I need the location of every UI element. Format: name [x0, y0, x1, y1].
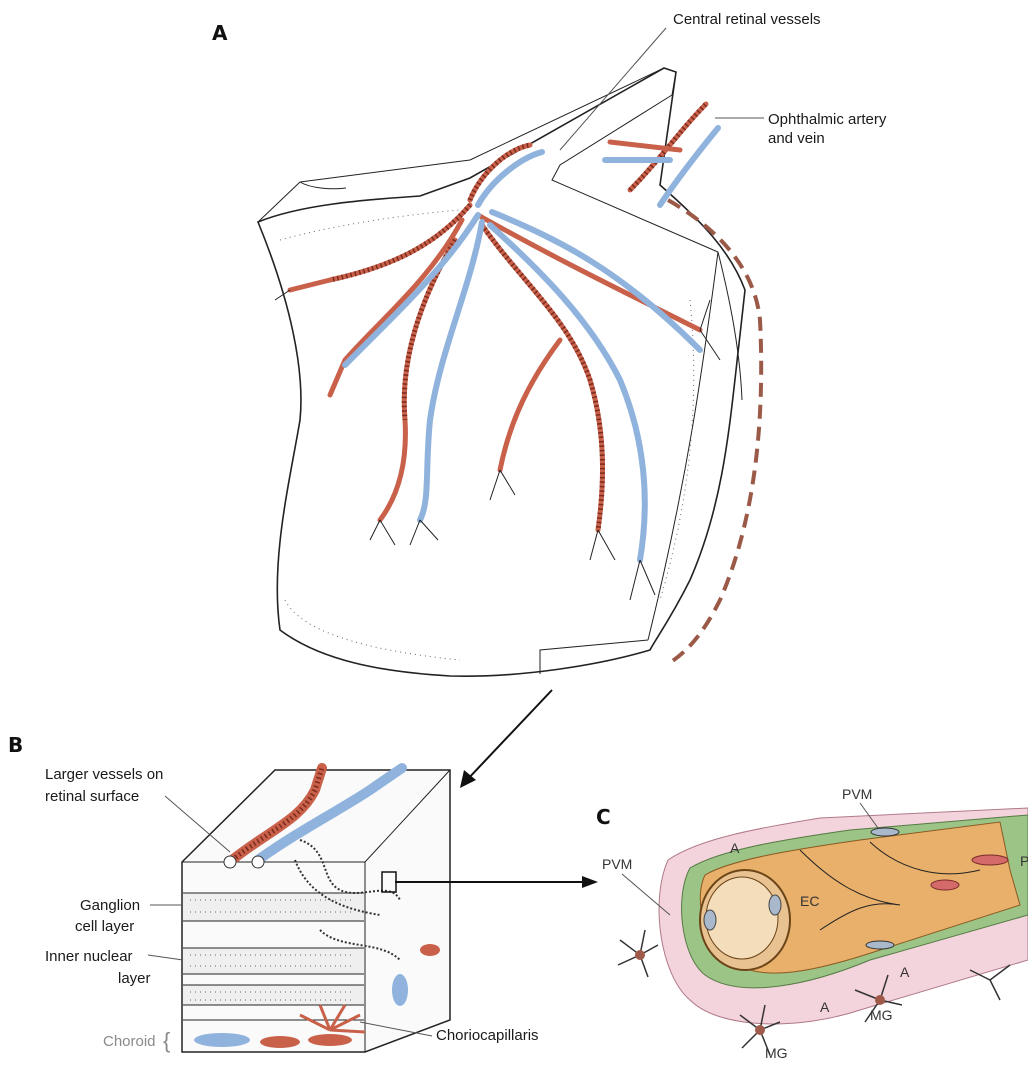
terminal-vessels — [275, 290, 720, 600]
label-a-3: A — [900, 964, 910, 980]
label-mg-2: MG — [765, 1045, 788, 1061]
choroid-artery-3 — [420, 944, 440, 956]
label-a-2: A — [820, 999, 830, 1015]
panel-a-letter: A — [212, 21, 228, 45]
label-a-1: A — [730, 840, 740, 856]
label-pvm-left: PVM — [602, 856, 632, 872]
label-ganglion-2: cell layer — [75, 918, 134, 935]
label-central-retinal-vessels: Central retinal vessels — [673, 11, 821, 28]
label-ophthalmic-2: and vein — [768, 130, 825, 147]
pericyte-right — [972, 855, 1008, 865]
leader-inner-nuclear — [148, 955, 183, 960]
label-mg-1: MG — [870, 1007, 893, 1023]
choroid-vein-2 — [392, 974, 408, 1006]
panel-c-letter: C — [596, 805, 611, 829]
label-choriocapillaris: Choriocapillaris — [436, 1027, 539, 1044]
panel-a: A — [212, 11, 887, 788]
label-ec: EC — [800, 893, 819, 909]
label-p-edge: P — [1020, 853, 1028, 869]
arrow-b-to-c-head — [582, 876, 598, 888]
label-ganglion-1: Ganglion — [80, 897, 140, 914]
ophthalmic-vein — [660, 128, 718, 205]
ganglion-band — [183, 893, 364, 921]
label-choroid: Choroid — [103, 1033, 156, 1050]
label-ophthalmic-1: Ophthalmic artery — [768, 111, 887, 128]
central-vein — [478, 152, 542, 205]
label-inner-nuclear-2: layer — [118, 970, 151, 987]
outer-nuclear-band — [183, 985, 364, 1005]
panel-b: B Larger vessels on — [8, 733, 598, 1053]
choroid-artery-2 — [308, 1034, 352, 1046]
retina-top-rim — [258, 68, 664, 222]
lumen — [706, 877, 778, 959]
vein-branches — [345, 212, 700, 560]
panel-b-letter: B — [8, 733, 23, 757]
label-pvm-top: PVM — [842, 786, 872, 802]
artery-branches — [290, 205, 700, 530]
pericyte-mid — [931, 880, 959, 890]
label-larger-vessels-1: Larger vessels on — [45, 766, 163, 783]
panel-c: C PVM PVM EC A — [596, 786, 1028, 1061]
choroid-vein — [194, 1033, 250, 1047]
choroid-brace: { — [163, 1028, 170, 1053]
choroid-artery-1 — [260, 1036, 300, 1048]
label-larger-vessels-2: retinal surface — [45, 788, 139, 805]
inner-nuclear-band — [183, 948, 364, 974]
label-inner-nuclear-1: Inner nuclear — [45, 948, 133, 965]
arrow-a-to-b — [465, 690, 552, 782]
